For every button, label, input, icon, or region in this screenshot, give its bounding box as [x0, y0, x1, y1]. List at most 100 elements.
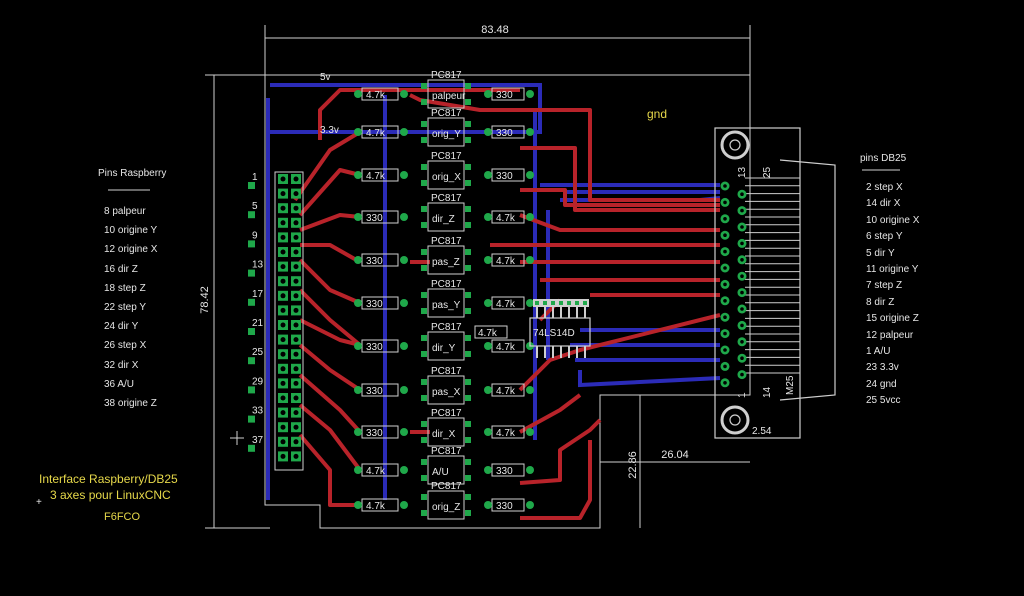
db25-pin-item: 11 origine Y: [866, 264, 919, 275]
pad: [421, 99, 427, 105]
optocoupler-label: orig_X: [432, 172, 461, 183]
optocoupler: [427, 417, 465, 447]
pad: [354, 213, 362, 221]
pad: [465, 379, 471, 385]
pad: [465, 164, 471, 170]
header-marker-pad: [248, 415, 255, 423]
resistor-left-label: 330: [366, 299, 383, 310]
db25-connector: [714, 127, 836, 439]
optocoupler: [427, 490, 465, 520]
db25-part-label: M25: [785, 375, 796, 395]
db25-num-1: 1: [737, 392, 748, 398]
optocoupler-part: PC817: [431, 322, 462, 333]
pad: [465, 121, 471, 127]
board-title-line2: 3 axes pour LinuxCNC: [50, 488, 171, 502]
optocoupler-label: orig_Y: [432, 129, 461, 140]
db25-pin-item: 6 step Y: [866, 231, 903, 243]
resistor-left-label: 330: [366, 428, 383, 439]
pad: [465, 308, 471, 314]
pad: [421, 494, 427, 500]
pad: [526, 213, 534, 221]
optocoupler: [427, 245, 465, 275]
header-marker-pad: [248, 444, 255, 452]
dim-width-label: 83.48: [481, 24, 509, 36]
db25-num-25: 25: [762, 166, 773, 178]
pad: [421, 265, 427, 271]
raspberry-title: Pins Raspberry: [98, 168, 167, 179]
resistor-extra-label: 4.7k: [478, 328, 498, 339]
pad: [421, 292, 427, 298]
pad: [421, 379, 427, 385]
pad: [400, 128, 408, 136]
pad: [421, 308, 427, 314]
pad: [484, 171, 492, 179]
header-marker-pad: [248, 386, 255, 394]
resistor-left-label: 4.7k: [366, 128, 386, 139]
pad: [421, 222, 427, 228]
pad: [465, 83, 471, 89]
header-marker-pad: [248, 240, 255, 248]
header-number: 25: [252, 347, 264, 358]
pad: [421, 249, 427, 255]
optocoupler-part: PC817: [431, 151, 462, 162]
pad: [400, 428, 408, 436]
pad: [526, 90, 534, 98]
pad: [421, 335, 427, 341]
raspberry-pin-item: 22 step Y: [104, 302, 147, 313]
db25-pin-item: 10 origine X: [866, 214, 920, 226]
ic-74ls14d: [529, 299, 591, 358]
pad: [421, 459, 427, 465]
header-number: 33: [252, 406, 264, 417]
pad: [400, 501, 408, 509]
pad: [400, 299, 408, 307]
pad: [354, 171, 362, 179]
pad: [421, 351, 427, 357]
resistor-right-label: 4.7k: [496, 299, 516, 310]
optocoupler-label: dir_X: [432, 429, 456, 440]
db25-num-14: 14: [762, 386, 773, 398]
corner-dim-label: 2.54: [752, 426, 772, 437]
resistor-right-label: 330: [496, 466, 513, 477]
optocoupler-part: PC817: [431, 108, 462, 119]
optocoupler-label: palpeur: [432, 91, 466, 102]
resistor-right-label: 4.7k: [496, 256, 516, 267]
dim-subwidth-label: 26.04: [661, 449, 689, 461]
pad: [465, 395, 471, 401]
db25-pin-item: 2 step X: [866, 182, 903, 193]
dim-subheight-label: 22.86: [627, 451, 639, 479]
pad: [400, 213, 408, 221]
resistor-left-label: 4.7k: [366, 501, 386, 512]
db25-pin-item: 5 dir Y: [866, 247, 895, 259]
header-marker-pad: [248, 211, 255, 219]
title-cross-icon: +: [36, 497, 42, 508]
dimension-lines: [205, 25, 751, 529]
raspberry-pin-item: 10 origine Y: [104, 225, 158, 237]
pad: [526, 171, 534, 179]
header-number: 21: [252, 318, 264, 329]
optocoupler-label: pas_Z: [432, 257, 460, 268]
pad: [465, 459, 471, 465]
optocoupler: [427, 202, 465, 232]
ic-pad: [565, 299, 573, 307]
pad: [354, 256, 362, 264]
pad: [421, 395, 427, 401]
optocoupler: [427, 288, 465, 318]
pad: [526, 428, 534, 436]
optocoupler-part: PC817: [431, 408, 462, 419]
pad: [484, 299, 492, 307]
db25-pin-item: 24 gnd: [866, 378, 897, 390]
optocoupler-part: PC817: [431, 366, 462, 377]
resistor-right-label: 330: [496, 501, 513, 512]
pad: [421, 437, 427, 443]
header-marker-pad: [248, 269, 255, 277]
pad: [465, 510, 471, 516]
pad: [354, 428, 362, 436]
pad: [354, 501, 362, 509]
pad: [354, 466, 362, 474]
pad: [484, 386, 492, 394]
pad: [400, 256, 408, 264]
ic-pad: [533, 299, 541, 307]
header-marker-pad: [248, 182, 255, 189]
raspberry-pin-item: 18 step Z: [104, 282, 146, 294]
resistor-left-label: 4.7k: [366, 90, 386, 101]
